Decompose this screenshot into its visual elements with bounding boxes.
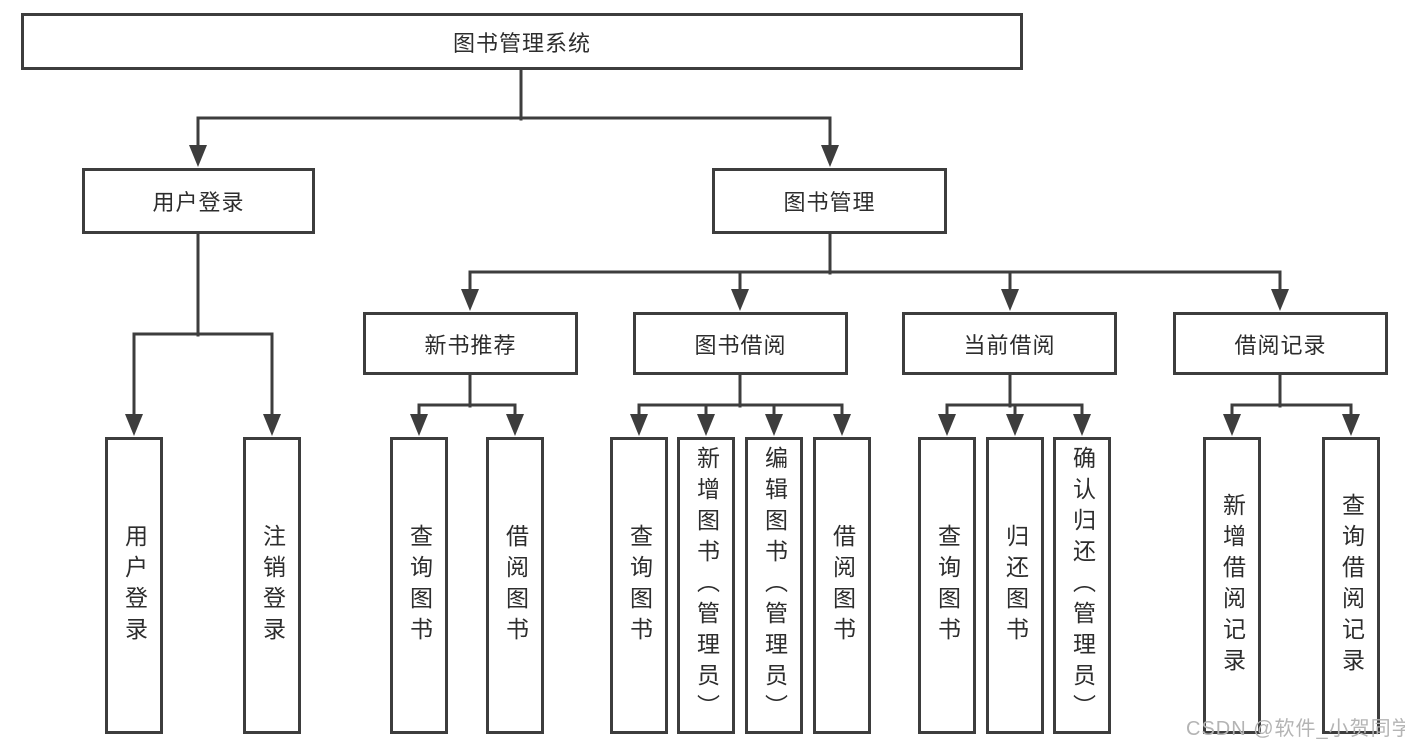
node-label: 图书借阅 (694, 332, 787, 358)
leaf-return-books: 归还图书 (986, 437, 1044, 734)
arrowhead (938, 414, 956, 436)
node-current-borrow: 当前借阅 (902, 312, 1117, 375)
arrowhead (731, 289, 749, 311)
node-borrow-records: 借阅记录 (1173, 312, 1388, 375)
arrowhead (1006, 414, 1024, 436)
arrowhead (821, 145, 839, 167)
leaf-borrow-books: 借阅图书 (813, 437, 871, 734)
node-label: 借阅记录 (1234, 332, 1327, 358)
arrowhead (1001, 289, 1019, 311)
leaf-user-login: 用户登录 (105, 437, 163, 734)
node-book-management: 图书管理 (712, 168, 947, 234)
leaf-query-books-current: 查询图书 (918, 437, 976, 734)
leaf-label: 查询图书 (406, 523, 433, 648)
node-label: 新书推荐 (424, 332, 517, 358)
leaf-label: 新增借阅记录 (1219, 492, 1246, 679)
leaf-query-books-recommend: 查询图书 (390, 437, 448, 734)
arrowhead (461, 289, 479, 311)
arrowhead (1342, 414, 1360, 436)
leaf-confirm-return-admin: 确认归还（管理员） (1053, 437, 1111, 734)
csdn-watermark: CSDN @软件_小贺同学 (1186, 718, 1405, 740)
node-label: 用户登录 (152, 190, 245, 215)
leaf-query-borrow-record: 查询借阅记录 (1322, 437, 1380, 734)
node-label: 当前借阅 (963, 332, 1056, 358)
leaf-label: 借阅图书 (502, 523, 529, 648)
arrowhead (189, 145, 207, 167)
leaf-label: 查询图书 (934, 523, 961, 648)
arrowhead (833, 414, 851, 436)
leaf-label: 确认归还（管理员） (1069, 446, 1096, 725)
leaf-label: 用户登录 (121, 523, 148, 648)
arrowhead (506, 414, 524, 436)
leaf-borrow-books-recommend: 借阅图书 (486, 437, 544, 734)
leaf-label: 归还图书 (1002, 523, 1029, 648)
leaf-add-books-admin: 新增图书（管理员） (677, 437, 735, 734)
leaf-logout: 注销登录 (243, 437, 301, 734)
arrowhead (697, 414, 715, 436)
leaf-label: 新增图书（管理员） (693, 446, 720, 725)
node-library-system: 图书管理系统 (21, 13, 1023, 70)
node-book-borrow: 图书借阅 (633, 312, 848, 375)
arrowhead (1271, 289, 1289, 311)
arrowhead (1073, 414, 1091, 436)
leaf-query-books: 查询图书 (610, 437, 668, 734)
node-new-book-recommend: 新书推荐 (363, 312, 578, 375)
leaf-label: 注销登录 (259, 523, 286, 648)
node-user-login-group: 用户登录 (82, 168, 315, 234)
leaf-label: 查询图书 (626, 523, 653, 648)
arrowhead (263, 414, 281, 436)
arrowhead (125, 414, 143, 436)
leaf-label: 编辑图书（管理员） (761, 446, 788, 725)
arrowhead (1223, 414, 1241, 436)
arrowhead (630, 414, 648, 436)
arrowhead (765, 414, 783, 436)
node-label: 图书管理 (783, 190, 876, 215)
leaf-label: 借阅图书 (829, 523, 856, 648)
node-label: 图书管理系统 (452, 30, 591, 56)
leaf-label: 查询借阅记录 (1338, 492, 1365, 679)
leaf-add-borrow-record: 新增借阅记录 (1203, 437, 1261, 734)
leaf-edit-books-admin: 编辑图书（管理员） (745, 437, 803, 734)
arrowhead (410, 414, 428, 436)
